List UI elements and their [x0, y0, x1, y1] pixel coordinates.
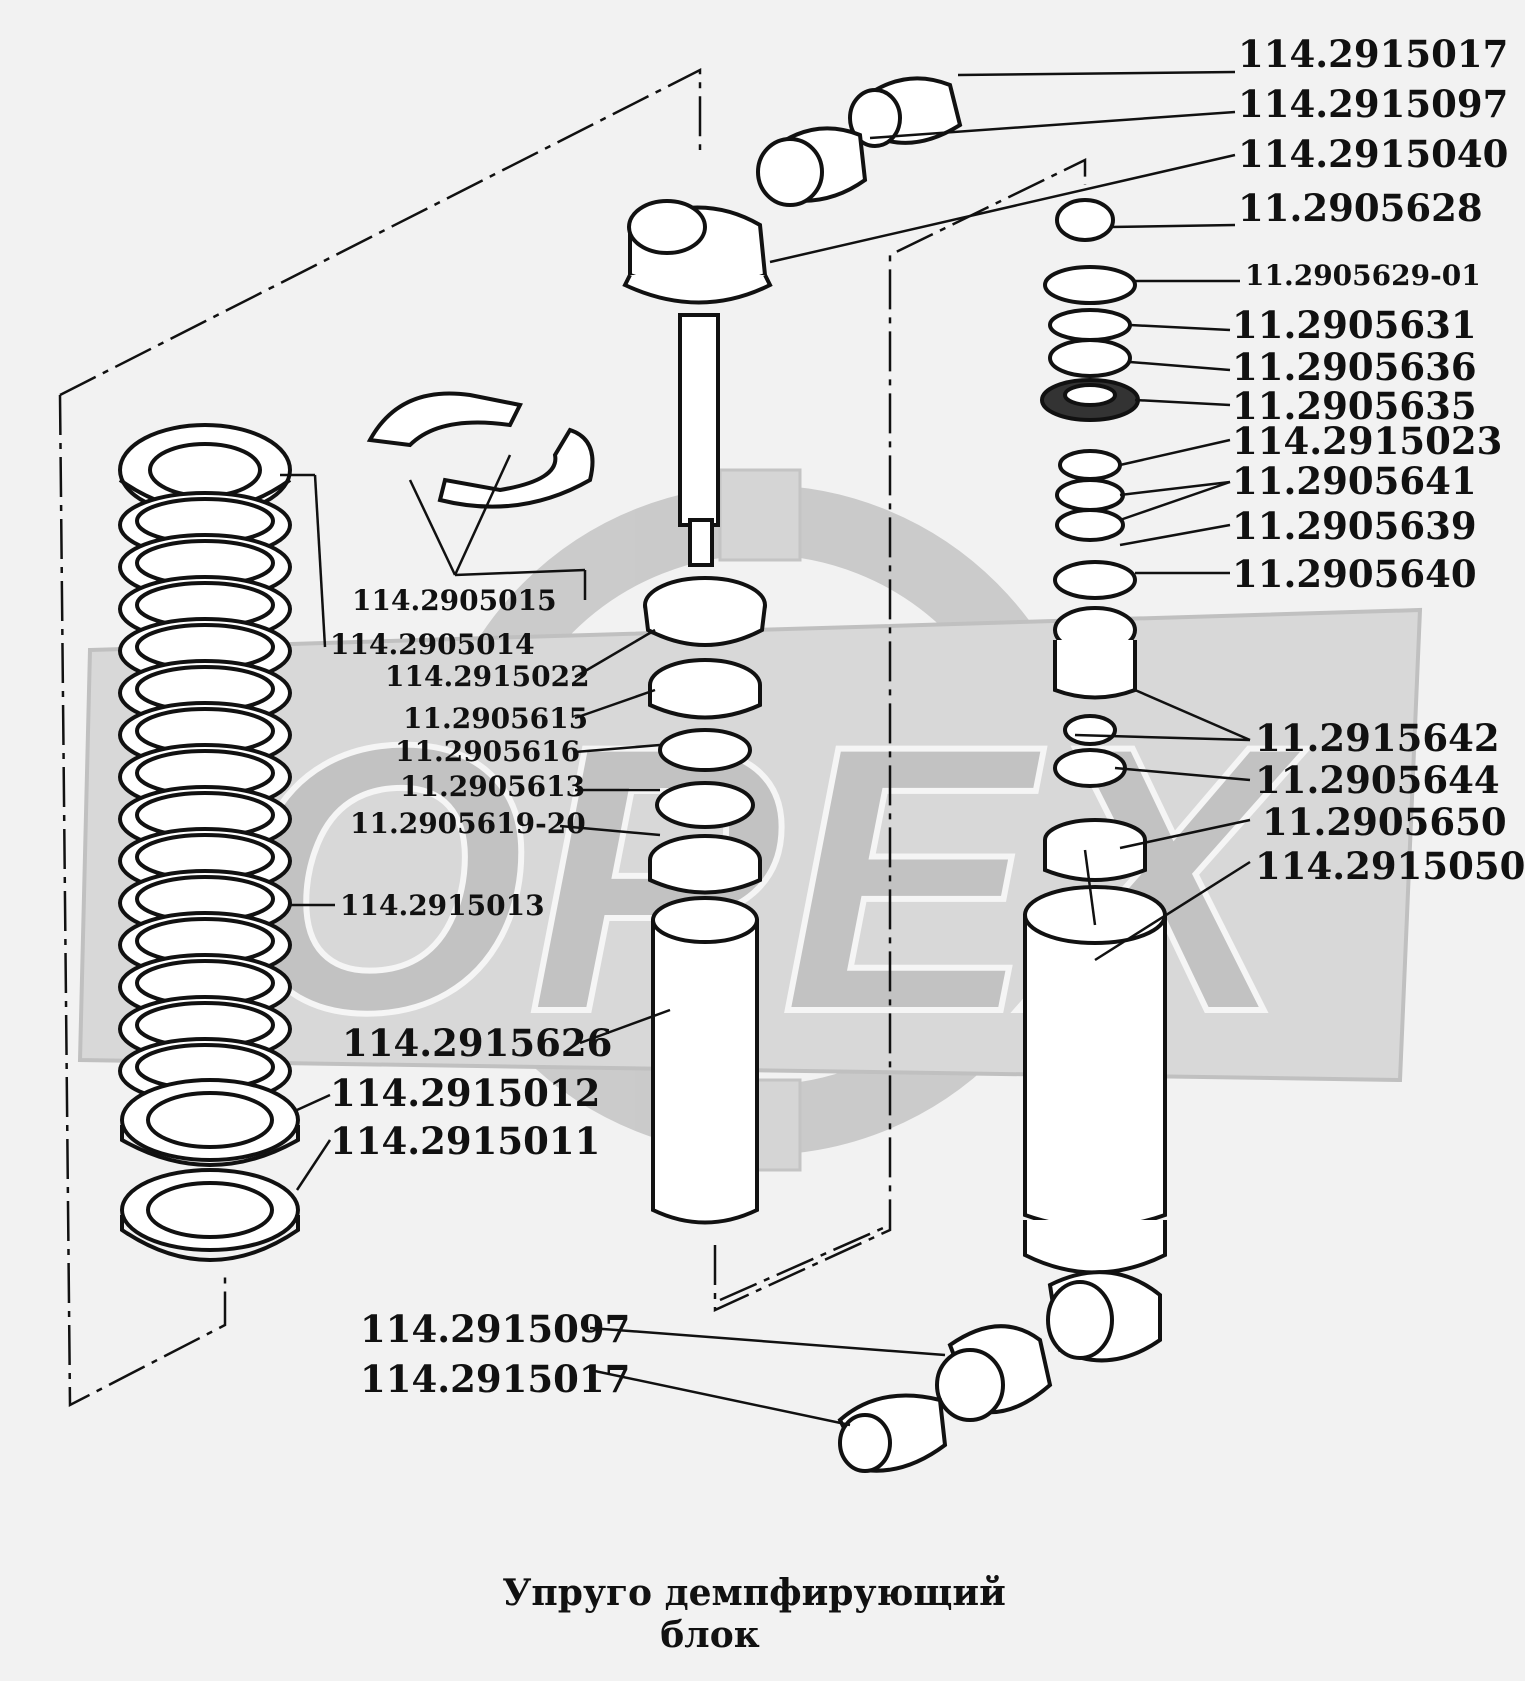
label-114-2915626: 114.2915626 — [342, 1021, 613, 1065]
caption-line-1: Упруго демпфирующий — [502, 1572, 1006, 1614]
valve-stack — [1023, 198, 1167, 1275]
label-11-2905619-20: 11.2905619-20 — [350, 807, 586, 840]
label-11-2905639: 11.2905639 — [1232, 504, 1477, 548]
label-11-2905650: 11.2905650 — [1262, 800, 1507, 844]
label-114-2915097-top: 114.2915097 — [1238, 82, 1509, 126]
spring — [118, 423, 300, 1262]
label-11-2905640: 11.2905640 — [1232, 552, 1477, 596]
label-11-2905641: 11.2905641 — [1232, 459, 1477, 503]
label-11-2905613: 11.2905613 — [400, 770, 586, 803]
label-11-2905629-01: 11.2905629-01 — [1245, 259, 1481, 292]
label-114-2915017-bottom: 114.2915017 — [360, 1357, 631, 1401]
label-114-2915013: 114.2915013 — [340, 889, 545, 922]
label-114-2915023: 114.2915023 — [1232, 419, 1503, 463]
label-114-2915097-bottom: 114.2915097 — [360, 1307, 631, 1351]
upper-rod-assembly — [622, 199, 773, 1225]
label-114-2915040: 114.2915040 — [1238, 132, 1509, 176]
label-114-2905014: 114.2905014 — [330, 628, 535, 661]
label-11-2905615: 11.2905615 — [403, 702, 589, 735]
caption-line-2: блок — [660, 1614, 760, 1656]
label-114-2915012: 114.2915012 — [330, 1071, 601, 1115]
label-114-2915017-top: 114.2915017 — [1238, 32, 1509, 76]
label-114-2915011: 114.2915011 — [330, 1119, 601, 1163]
label-11-2905644: 11.2905644 — [1255, 758, 1500, 802]
label-114-2915050: 114.2915050 — [1255, 844, 1525, 888]
label-114-2915022: 114.2915022 — [385, 660, 590, 693]
label-11-2905635: 11.2905635 — [1232, 384, 1477, 428]
label-11-2905616: 11.2905616 — [395, 735, 581, 768]
label-11-2905636: 11.2905636 — [1232, 345, 1477, 389]
bottom-bushings — [837, 1270, 1162, 1473]
label-11-2915642: 11.2915642 — [1255, 716, 1500, 760]
split-ring — [366, 391, 595, 509]
label-114-2905015: 114.2905015 — [352, 584, 557, 617]
label-11-2905631: 11.2905631 — [1232, 303, 1477, 347]
top-bushings — [756, 76, 963, 207]
label-11-2905628: 11.2905628 — [1238, 186, 1483, 230]
